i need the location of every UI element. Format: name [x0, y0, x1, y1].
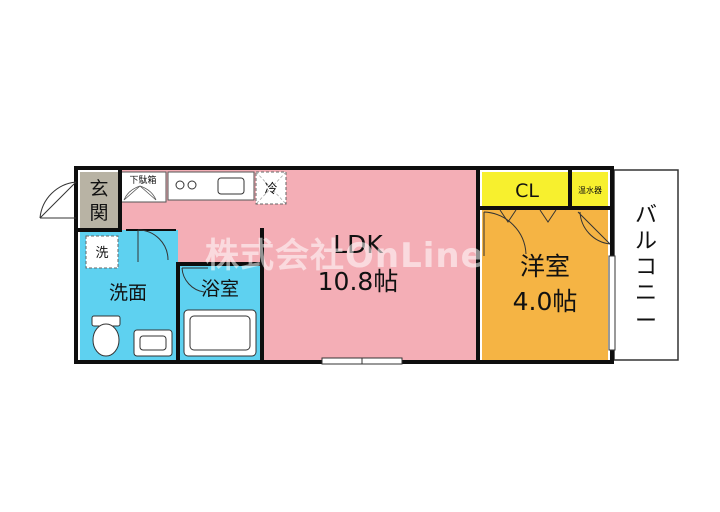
western-room: [482, 208, 608, 360]
balcony-door-swing: [577, 211, 611, 245]
balcony-area: [613, 169, 679, 361]
balcony-window: [608, 255, 616, 351]
stove-burner-icon: [187, 180, 197, 190]
closet-door-swing: [499, 209, 557, 223]
fridge-label: 冷: [264, 182, 277, 197]
washroom-door-swing: [137, 229, 169, 262]
bathtub-inner: [189, 315, 251, 351]
bathtub-icon: [183, 309, 257, 357]
closet-label: CL: [515, 180, 539, 202]
balcony-label-char: コ: [635, 255, 657, 280]
ldk-size-label: 10.8帖: [318, 267, 399, 296]
kitchen-counter: [167, 171, 255, 201]
front-door-swing: [39, 181, 77, 219]
entrance-label-2: 関: [89, 202, 108, 224]
ldk-name-label: LDK: [333, 230, 383, 259]
bath-label: 浴室: [201, 278, 239, 300]
washroom-label: 洗面: [109, 282, 147, 304]
washer-space: [85, 235, 119, 269]
water-heater-label: 温水器: [578, 185, 602, 195]
shoe-box-label: 下駄箱: [129, 174, 156, 186]
western-name-label: 洋室: [520, 252, 570, 281]
washer-label: 洗: [95, 246, 108, 261]
bath-door-swing: [181, 267, 208, 293]
western-size-label: 4.0帖: [513, 287, 578, 316]
western-door-swing: [483, 211, 527, 256]
stove-burner-icon: [175, 180, 185, 190]
sink-icon: [217, 177, 245, 195]
entrance-area: [80, 172, 118, 230]
water-heater-area: [572, 172, 608, 208]
wash-basin-bowl: [139, 335, 167, 351]
balcony-label-char: ル: [635, 229, 657, 254]
entrance-label-1: 玄: [89, 178, 108, 200]
fridge-diagonal: [255, 171, 287, 205]
balcony-label-char: バ: [635, 203, 657, 228]
toilet-bowl-icon: [92, 323, 120, 357]
balcony-label-char: ニ: [635, 281, 657, 306]
shoe-box-door-swing: [123, 185, 157, 201]
closet-area: [482, 172, 570, 208]
balcony-label-char: ー: [635, 309, 657, 334]
